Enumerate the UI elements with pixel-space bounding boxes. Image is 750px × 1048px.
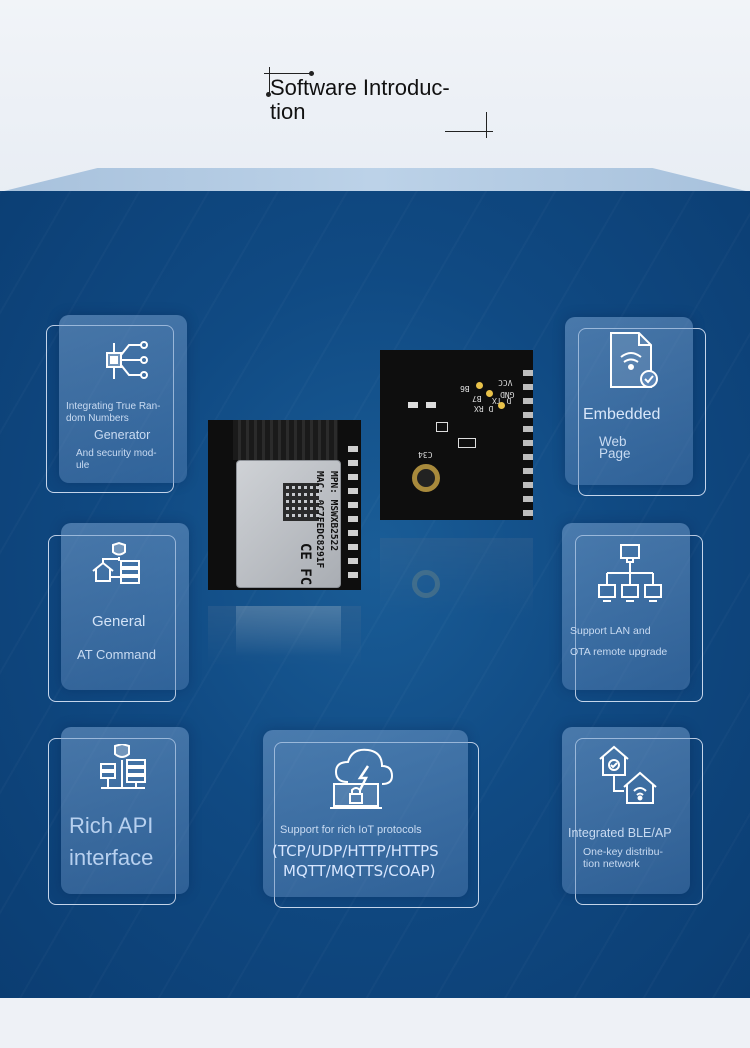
title-deco-line-left <box>269 67 270 95</box>
card-random-line4: And security mod- <box>76 448 157 459</box>
card-ble-line3: tion network <box>583 858 640 870</box>
footer-strip <box>0 998 750 1048</box>
module-back-spring <box>412 464 440 492</box>
card-webpage-line3: Page <box>599 446 631 461</box>
smd-part-3 <box>436 422 448 432</box>
module-antenna-area <box>233 420 338 460</box>
card-webpage-line1: Embedded <box>583 406 661 423</box>
module-back-reflection <box>380 538 533 618</box>
card-lan-line1: Support LAN and <box>570 625 651 637</box>
header-section: Software Introduc- tion <box>0 0 750 200</box>
test-pad-3 <box>498 402 505 409</box>
module-front-image: MPN: MSWXB2522 MAC: 0C7FEDC8291F CE FC <box>208 420 361 590</box>
module-back-pins <box>523 370 533 520</box>
back-label-vcc: VCC <box>498 378 513 387</box>
back-label-b6: B6 <box>460 384 470 393</box>
card-iot-line3: MQTT/MQTTS/COAP) <box>283 862 436 880</box>
test-pad-1 <box>476 382 483 389</box>
card-ble-ap: Integrated BLE/AP One-key distribu- tion… <box>562 727 690 894</box>
card-api-line2: interface <box>69 845 154 870</box>
card-at-line2: AT Command <box>77 647 156 662</box>
card-random-line2: dom Numbers <box>66 413 129 424</box>
module-front-reflection-shield <box>236 606 341 656</box>
page-title: Software Introduc- tion <box>270 76 480 124</box>
card-iot-line1: Support for rich IoT protocols <box>280 824 422 836</box>
module-mpn-label: MPN: MSWXB2522 <box>328 471 339 552</box>
wifi-document-icon <box>609 331 659 391</box>
card-at-command: General AT Command <box>61 523 189 690</box>
card-at-line1: General <box>92 613 146 630</box>
module-qr-code <box>283 483 319 521</box>
module-front-reflection <box>208 606 361 668</box>
module-shield: MPN: MSWXB2522 MAC: 0C7FEDC8291F CE FC <box>236 460 341 588</box>
page-title-line2: tion <box>270 99 306 124</box>
home-network-shield-icon <box>91 541 145 589</box>
back-label-rx: D RX <box>474 404 494 413</box>
title-deco-line-right <box>486 112 487 138</box>
title-deco-line-bottom <box>445 131 493 132</box>
circuit-chip-icon <box>103 339 149 383</box>
smd-part-2 <box>426 402 436 408</box>
smd-part-4 <box>458 438 476 448</box>
title-deco-dot-left <box>266 92 271 97</box>
back-label-b7: B7 <box>472 394 482 403</box>
module-back-image: GND VCC D TX D RX B7 B6 C34 <box>380 350 533 520</box>
card-lan-ota: Support LAN and OTA remote upgrade <box>562 523 690 690</box>
card-embedded-webpage: Embedded Web Page <box>565 317 693 485</box>
card-webpage-line2: Web <box>599 434 627 449</box>
card-random-line3: Generator <box>94 428 151 442</box>
title-deco-dot-top <box>309 71 314 76</box>
module-pins <box>348 446 358 586</box>
section-top-edge <box>0 168 750 192</box>
card-ble-line1: Integrated BLE/AP <box>568 826 672 840</box>
smart-home-icon <box>598 745 658 807</box>
card-api-line1: Rich API <box>69 813 154 838</box>
server-shield-icon <box>99 744 149 792</box>
smd-part-1 <box>408 402 418 408</box>
network-topology-icon <box>597 543 663 607</box>
back-label-c34: C34 <box>418 450 433 459</box>
module-cert-mark: CE FC <box>297 543 313 586</box>
card-random-line5: ule <box>76 460 90 471</box>
test-pad-2 <box>486 390 493 397</box>
cloud-laptop-icon <box>330 744 396 812</box>
page-title-line1: Software Introduc- <box>270 75 450 100</box>
card-lan-line2: OTA remote upgrade <box>570 646 668 658</box>
module-back-reflection-spring <box>412 570 440 598</box>
card-random-line1: Integrating True Ran- <box>66 401 161 412</box>
card-rich-api: Rich API interface <box>61 727 189 894</box>
title-deco-line-top <box>264 73 314 74</box>
card-iot-protocols: Support for rich IoT protocols (TCP/UDP/… <box>263 730 468 897</box>
card-random-generator: Integrating True Ran- dom Numbers Genera… <box>59 315 187 483</box>
card-iot-line2: (TCP/UDP/HTTP/HTTPS <box>272 842 439 860</box>
card-ble-line2: One-key distribu- <box>583 846 663 858</box>
